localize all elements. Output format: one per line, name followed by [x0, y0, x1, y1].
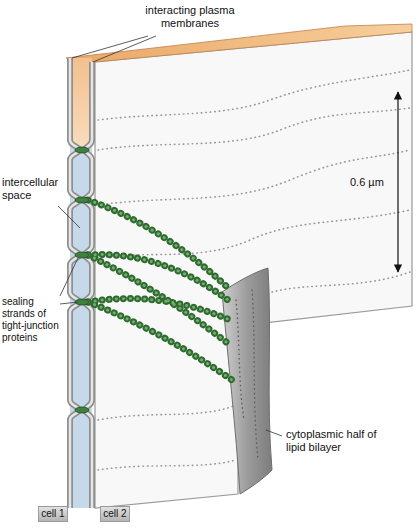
panel-ridges — [236, 290, 258, 460]
top-face — [66, 24, 412, 62]
callout-label: interacting plasma membranes — [140, 4, 240, 30]
sealing-strands — [88, 200, 232, 380]
callout-label: cytoplasmic half of lipid bilayer — [286, 428, 398, 454]
intercellular-gap — [70, 146, 92, 508]
cell-name: cell 1 — [41, 508, 65, 520]
cell-tab: cell 1 — [38, 506, 68, 522]
leader-lines — [58, 36, 282, 436]
intercellular-gap — [70, 58, 92, 146]
callout-label: 0.6 µm — [348, 176, 386, 189]
dimension-arrow — [397, 92, 398, 272]
callout-label: intercellular space — [2, 176, 62, 202]
cell-tab: cell 2 — [100, 506, 130, 522]
junction-beads — [75, 147, 89, 413]
cell-name: cell 2 — [103, 508, 127, 520]
callout-label: sealing strands of tight-junction protei… — [2, 296, 62, 344]
membrane-sheet — [95, 32, 412, 508]
plasma-membranes — [70, 58, 92, 508]
